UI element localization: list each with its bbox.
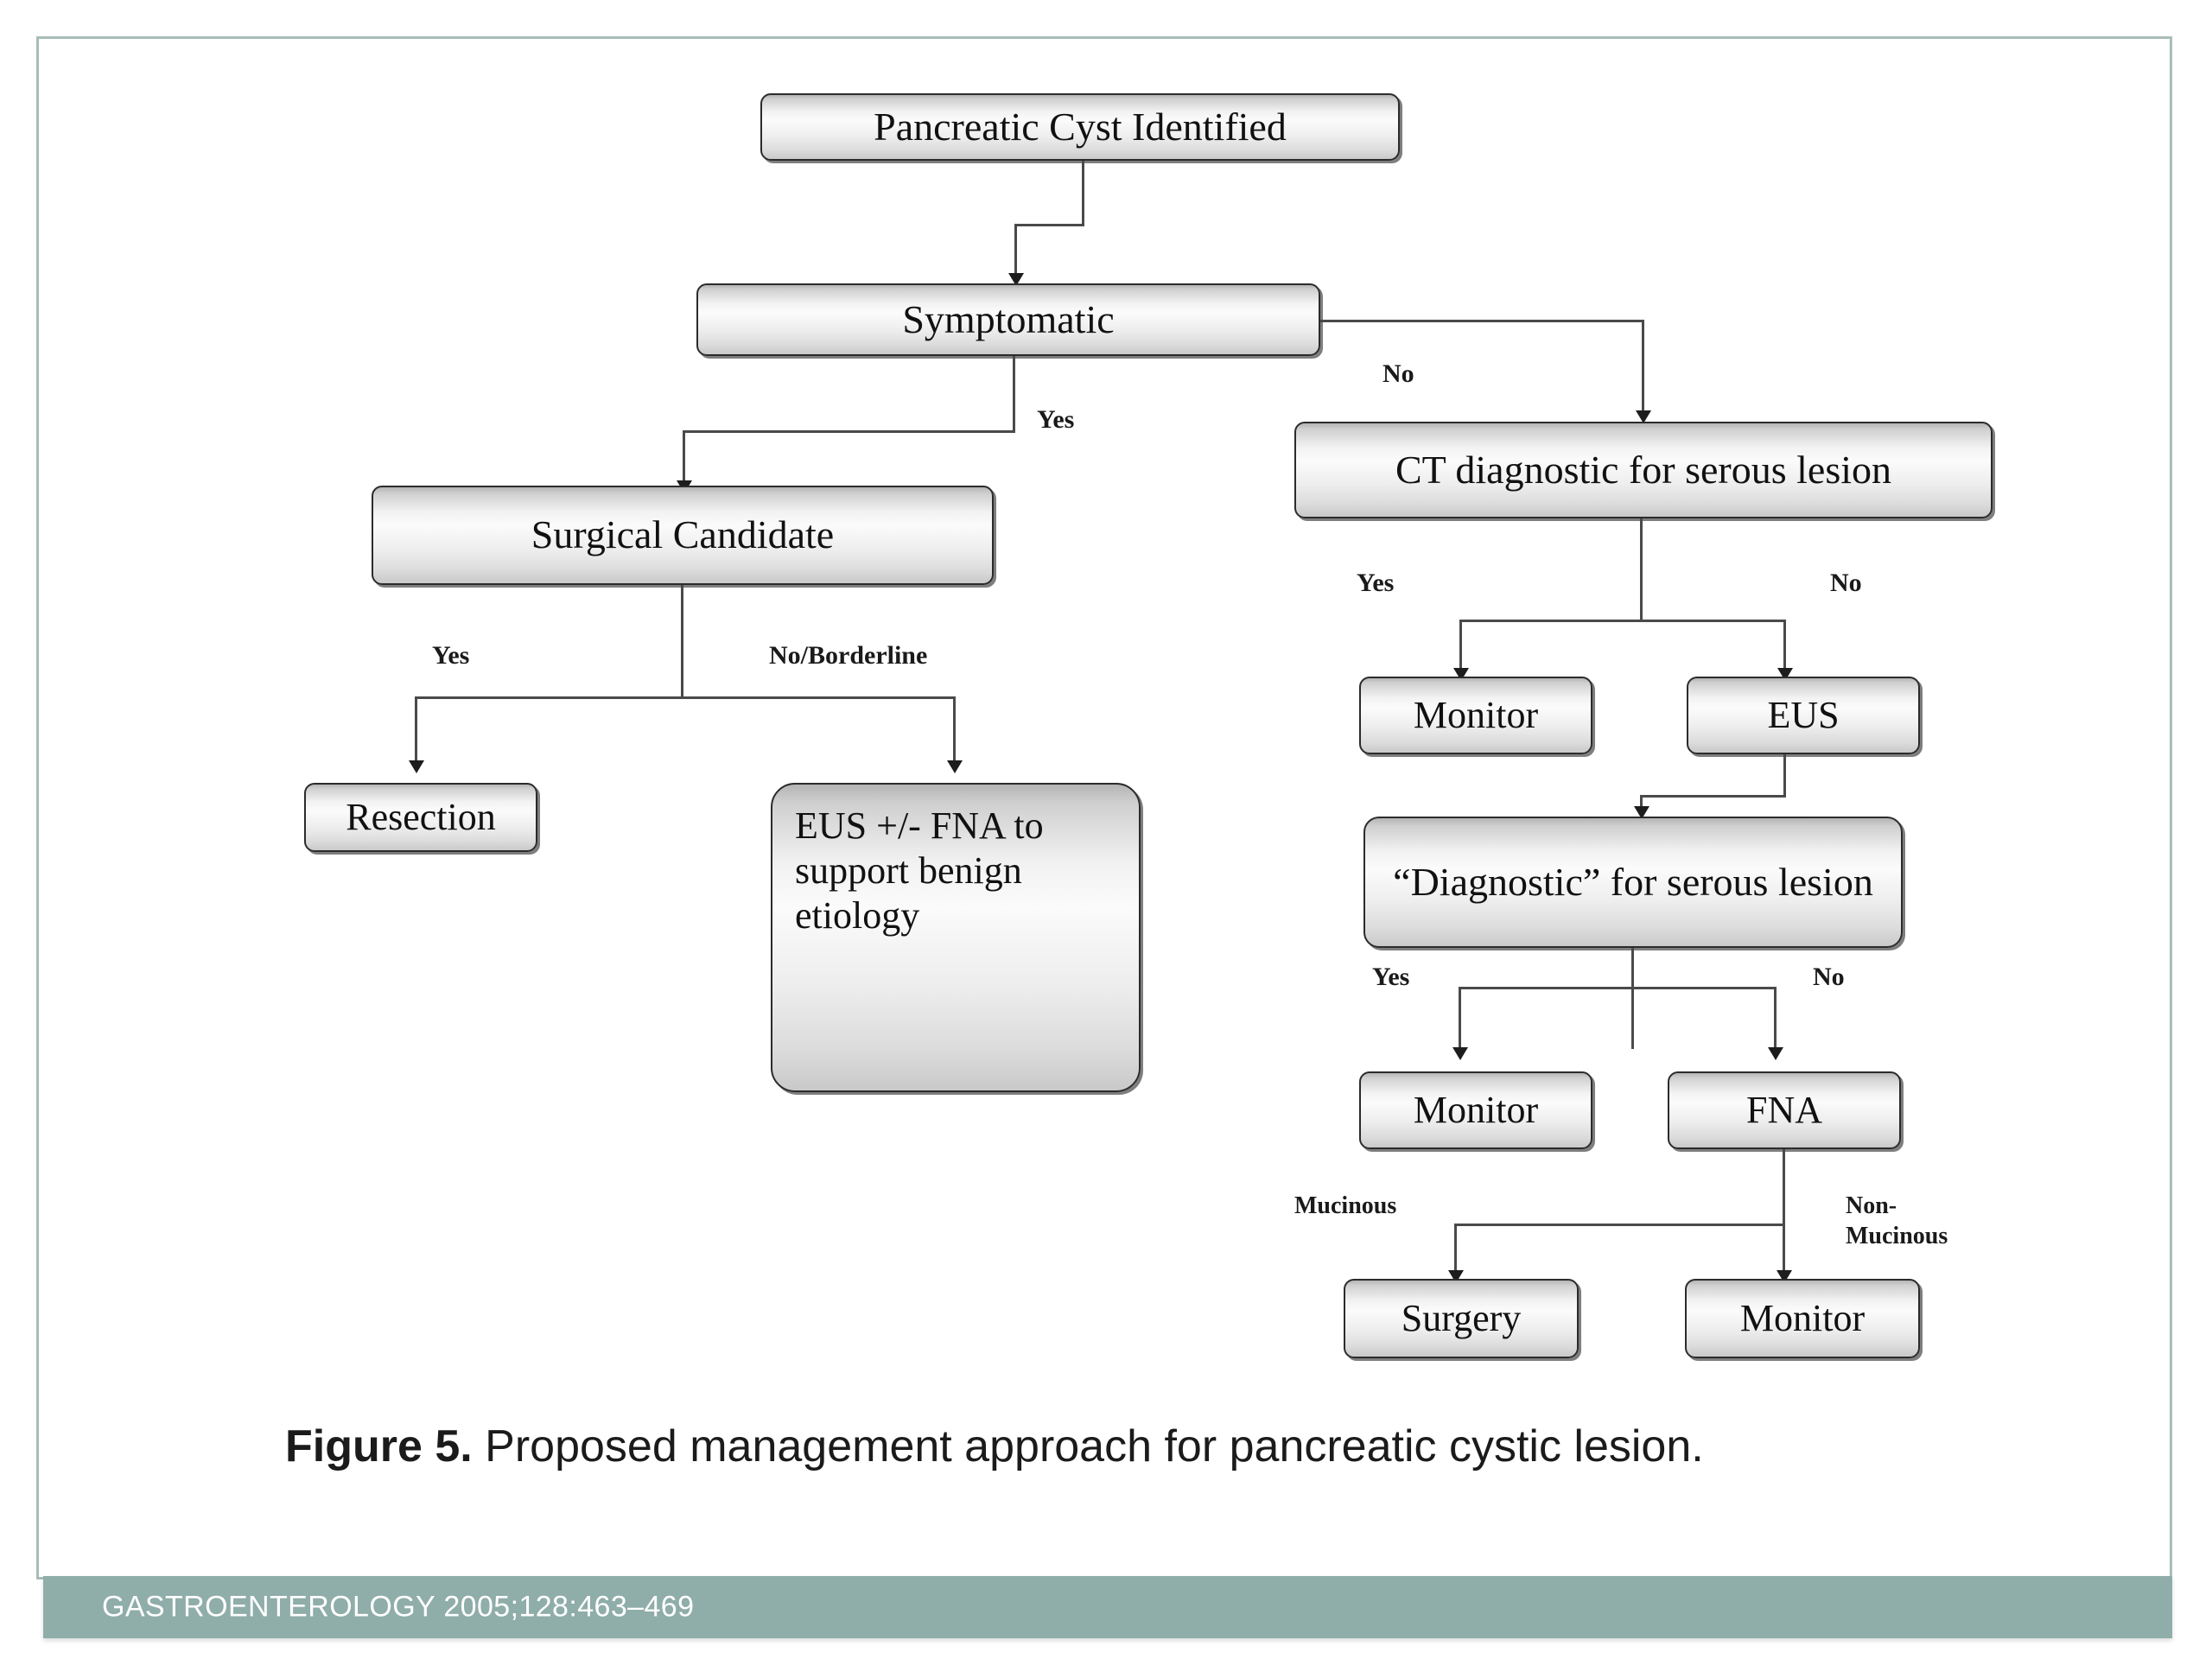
node-label: “Diagnostic” for serous lesion	[1393, 859, 1873, 904]
connector-ct-crossbar	[1459, 620, 1786, 622]
figure-number: Figure 5.	[285, 1421, 473, 1471]
connector-eus-to-diagnostic-seg3	[1640, 795, 1643, 812]
edge-label-surgical-no-borderline: No/Borderline	[769, 641, 928, 670]
node-label: Symptomatic	[902, 296, 1115, 341]
node-surgery[interactable]: Surgery	[1344, 1279, 1579, 1358]
footer-citation: GASTROENTEROLOGY 2005;128:463–469	[102, 1590, 695, 1624]
node-label: Monitor	[1413, 1089, 1539, 1132]
node-monitor-non-mucinous[interactable]: Monitor	[1685, 1279, 1920, 1358]
connector-symptomatic-no-seg2	[1642, 320, 1644, 416]
edge-label-diag-no: No	[1813, 963, 1845, 991]
connector-fna-left-drop	[1454, 1224, 1457, 1275]
connector-surgical-right-drop	[953, 696, 956, 766]
arrowhead-diagnostic-serous	[1634, 806, 1649, 819]
node-label: CT diagnostic for serous lesion	[1395, 447, 1892, 492]
node-eus-fna-benign-etiology[interactable]: EUS +/- FNA to support benign etiology	[771, 783, 1141, 1092]
node-monitor-ct-yes[interactable]: Monitor	[1359, 677, 1592, 754]
connector-surgical-left-drop	[415, 696, 417, 766]
node-label: Surgery	[1401, 1297, 1522, 1340]
connector-fna-stem	[1783, 1149, 1785, 1227]
connector-symptomatic-no-seg1	[1320, 320, 1644, 322]
connector-eus-to-diagnostic-seg1	[1783, 754, 1786, 798]
connector-fna-right-drop	[1783, 1224, 1785, 1275]
connector-cyst-to-symptomatic-seg1	[1082, 161, 1084, 226]
edge-label-ct-yes: Yes	[1357, 569, 1395, 597]
connector-ct-stem	[1640, 518, 1643, 622]
node-label: Monitor	[1413, 694, 1539, 737]
edge-label-symptomatic-yes: Yes	[1037, 405, 1075, 434]
node-label: FNA	[1745, 1089, 1823, 1132]
node-label: EUS +/- FNA to support benign etiology	[795, 804, 1044, 937]
node-symptomatic[interactable]: Symptomatic	[696, 283, 1320, 356]
connector-diagnostic-left-drop	[1459, 987, 1461, 1052]
connector-eus-to-diagnostic-seg2	[1640, 795, 1786, 798]
connector-cyst-to-symptomatic-seg3	[1014, 224, 1017, 278]
arrowhead-resection	[409, 760, 424, 773]
node-resection[interactable]: Resection	[304, 783, 537, 852]
node-label: EUS	[1767, 694, 1840, 737]
connector-fna-crossbar	[1454, 1224, 1785, 1226]
node-label: Resection	[346, 796, 496, 839]
node-label: Surgical Candidate	[531, 512, 835, 557]
node-fna[interactable]: FNA	[1668, 1071, 1901, 1149]
edge-label-fna-mucinous: Mucinous	[1294, 1192, 1397, 1219]
node-diagnostic-for-serous-lesion[interactable]: “Diagnostic” for serous lesion	[1363, 817, 1903, 948]
edge-label-surgical-yes: Yes	[432, 641, 470, 670]
arrowhead-fna	[1768, 1047, 1783, 1060]
connector-surgical-crossbar	[415, 696, 956, 699]
connector-cyst-to-symptomatic-seg2	[1014, 224, 1084, 226]
node-eus[interactable]: EUS	[1687, 677, 1920, 754]
node-ct-diagnostic-serous-lesion[interactable]: CT diagnostic for serous lesion	[1294, 422, 1993, 518]
connector-diagnostic-stem	[1631, 948, 1634, 1049]
arrowhead-eus-fna-benign	[947, 760, 963, 773]
connector-symptomatic-yes-seg1	[1013, 356, 1015, 433]
node-monitor-diagnostic-yes[interactable]: Monitor	[1359, 1071, 1592, 1149]
connector-diagnostic-crossbar	[1459, 987, 1777, 989]
edge-label-diag-yes: Yes	[1372, 963, 1410, 991]
figure-caption: Figure 5. Proposed management approach f…	[285, 1417, 2013, 1477]
node-pancreatic-cyst-identified[interactable]: Pancreatic Cyst Identified	[760, 93, 1400, 161]
node-label: Pancreatic Cyst Identified	[874, 104, 1287, 149]
arrowhead-symptomatic	[1008, 273, 1024, 286]
connector-symptomatic-yes-seg3	[683, 430, 685, 486]
node-label: Monitor	[1739, 1297, 1866, 1340]
arrowhead-monitor-diag-yes	[1452, 1047, 1468, 1060]
edge-label-fna-non-mucinous: Non- Mucinous	[1846, 1192, 1948, 1249]
connector-diagnostic-right-drop	[1774, 987, 1777, 1052]
connector-ct-right-drop	[1783, 620, 1786, 673]
figure-caption-text: Proposed management approach for pancrea…	[485, 1421, 1704, 1471]
arrowhead-ct-diagnostic	[1636, 410, 1651, 423]
footer-bar: GASTROENTEROLOGY 2005;128:463–469	[43, 1576, 2172, 1638]
connector-symptomatic-yes-seg2	[683, 430, 1015, 433]
edge-label-ct-no: No	[1830, 569, 1862, 597]
connector-ct-left-drop	[1459, 620, 1462, 673]
connector-surgical-stem	[681, 585, 683, 699]
edge-label-symptomatic-no: No	[1382, 359, 1414, 388]
node-surgical-candidate[interactable]: Surgical Candidate	[372, 486, 994, 585]
